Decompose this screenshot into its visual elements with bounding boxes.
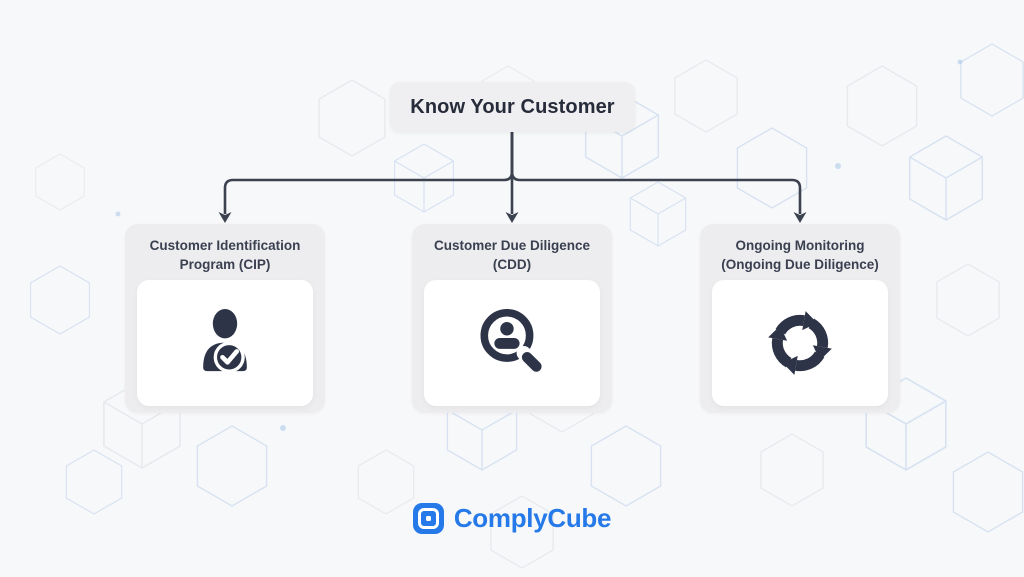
cycle-arrows-icon bbox=[758, 301, 842, 385]
connector-branch-right bbox=[510, 132, 802, 214]
branch-cdd-title: Customer Due Diligence (CDD) bbox=[416, 236, 608, 274]
magnifier-user-icon bbox=[480, 308, 545, 375]
arrowhead-right bbox=[793, 212, 807, 223]
connector-branch-left bbox=[223, 132, 514, 214]
branch-cdd-title-line1: Customer Due Diligence bbox=[433, 238, 591, 253]
logo-inner-ring bbox=[417, 508, 439, 529]
branch-cip-title: Customer Identification Program (CIP) bbox=[129, 236, 321, 274]
brand-name: ComplyCube bbox=[453, 503, 612, 533]
branch-cdd-icon-panel bbox=[424, 280, 600, 406]
branch-cip-icon-panel bbox=[137, 280, 313, 406]
branch-ongoing-title: Ongoing Monitoring (Ongoing Due Diligenc… bbox=[704, 236, 896, 274]
dot-accents bbox=[115, 59, 963, 431]
branch-ongoing-title-line2: (Ongoing Due Diligence) bbox=[721, 257, 879, 272]
brand-footer: ComplyCube bbox=[0, 503, 1024, 534]
branch-cdd-title-line2: (CDD) bbox=[492, 257, 532, 272]
root-node-label: Know Your Customer bbox=[410, 95, 615, 118]
user-check-icon bbox=[203, 308, 247, 373]
branch-cip-title-line1: Customer Identification bbox=[149, 238, 301, 253]
root-node-kyc: Know Your Customer bbox=[390, 82, 635, 132]
branch-ongoing-title-line1: Ongoing Monitoring bbox=[735, 238, 865, 253]
branch-card-cip: Customer Identification Program (CIP) bbox=[125, 224, 325, 413]
branch-card-cdd: Customer Due Diligence (CDD) bbox=[412, 224, 612, 413]
branch-card-ongoing: Ongoing Monitoring (Ongoing Due Diligenc… bbox=[700, 224, 900, 413]
branch-cip-title-line2: Program (CIP) bbox=[179, 257, 271, 272]
complycube-logo-icon bbox=[412, 503, 444, 534]
arrowhead-center bbox=[505, 212, 519, 223]
logo-center-dot bbox=[425, 516, 431, 521]
arrowhead-left bbox=[218, 212, 232, 223]
branch-ongoing-icon-panel bbox=[712, 280, 888, 406]
